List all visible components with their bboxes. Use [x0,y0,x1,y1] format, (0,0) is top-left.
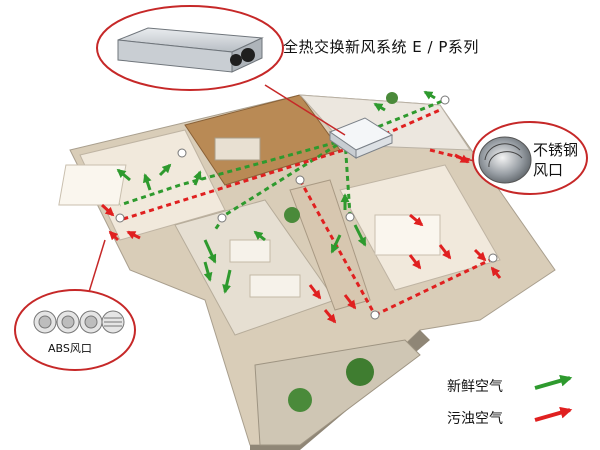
unit-callout [96,5,346,136]
legend-fresh-air-arrow [534,374,573,390]
dirty-air-arrows [100,153,502,324]
stainless-vent-callout [469,121,588,195]
abs-vent-callout [14,239,136,371]
air-outlets [115,95,498,320]
system-title: 全热交换新风系统 E / P系列 [283,38,479,56]
dirty-air-ducts [119,108,491,317]
heat-exchanger-unit [328,117,394,159]
fresh-air-ducts [119,98,446,231]
legend-fresh-air-label: 新鲜空气 [447,379,503,395]
fresh-air-arrows [116,90,436,294]
stainless-vent-label: 不锈钢风口 [533,141,579,179]
legend-dirty-air-label: 污浊空气 [447,411,503,427]
rooms [58,94,501,446]
legend-dirty-air-arrow [534,406,573,422]
decor-plants [284,92,398,412]
abs-vent-label: ABS风口 [48,342,92,355]
